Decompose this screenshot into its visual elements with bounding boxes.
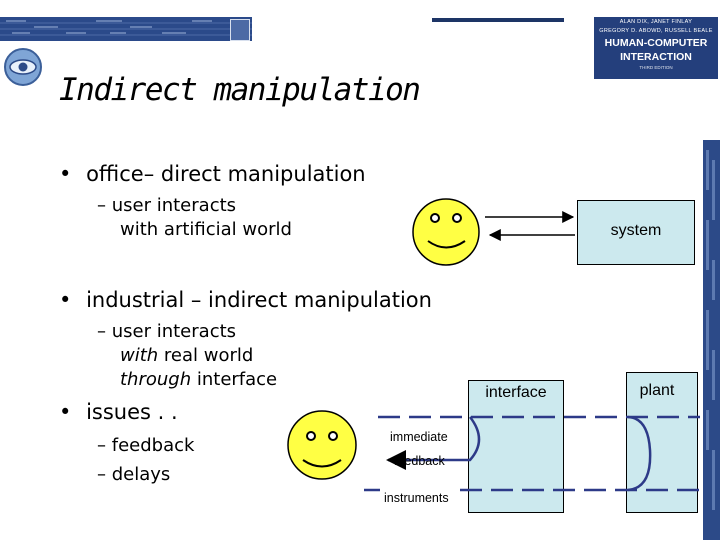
banner-icon [230,19,250,41]
banner-pattern [0,20,252,36]
bullet-2-sub-line3: through interface [120,369,278,390]
emphasis-with: with [120,345,159,366]
dash-glyph: – [97,464,106,485]
right-strip-pattern [706,150,715,510]
book-cover: ALAN DIX, JANET FINLAY GREGORY D. ABOWD,… [594,17,718,79]
dash-glyph: – [97,321,106,342]
bullet-2-text: industrial – indirect manipulation [86,288,432,312]
bullet-3-sub-line1: feedback [111,435,195,456]
interface-box [468,380,564,513]
emphasis-through: through [120,369,192,390]
bullet-1-text: office– direct manipulation [86,162,366,186]
operator-smiley-icon [287,410,357,480]
system-box [577,200,695,265]
bullet-2: • industrial – indirect manipulation [59,288,432,312]
book-authors-line2: GREGORY D. ABOWD, RUSSELL BEALE [599,28,713,34]
bullet-1-sub-line1: user interacts [111,195,237,216]
bullet-2-sub: – user interacts with real world through… [97,320,277,392]
user-smiley-icon [412,198,480,266]
immediate-feedback-loop [386,416,481,470]
bullet-1-sub-line2: with artificial world [120,219,292,240]
dash-glyph: – [97,435,106,456]
bullet-glyph: • [59,288,72,312]
bullet-3-text: issues . . [86,400,178,424]
plant-label: plant [639,382,675,399]
bullet-glyph: • [59,400,72,424]
book-title-line1: HUMAN-COMPUTER [604,37,708,49]
book-title-line2: INTERACTION [620,51,692,63]
dash-glyph: – [97,195,106,216]
bullet-2-sub-line1: user interacts [111,321,237,342]
instruments-label: instruments [384,491,449,505]
eye-logo-icon [4,48,42,86]
plant-loop [627,415,652,492]
immediate-label: immediate [390,430,448,444]
book-edition: THIRD EDITION [639,65,673,70]
interface-label: interface [485,384,547,401]
bullet-2-sub-line2: with real world [120,345,254,366]
slide-title: Indirect manipulation [59,72,421,108]
book-authors-line1: ALAN DIX, JANET FINLAY [619,19,693,25]
bullet-3: • issues . . [59,400,178,424]
top-accent-bar [432,18,564,22]
bullet-3-sub-line2: delays [111,464,171,485]
system-label: system [610,222,662,239]
bullet-glyph: • [59,162,72,186]
bullet-3-sub: – feedback – delays [97,431,194,489]
bullet-1: • office– direct manipulation [59,162,366,186]
bullet-1-sub: – user interacts with artificial world [97,194,292,242]
feedback-label: feedback [394,454,445,468]
